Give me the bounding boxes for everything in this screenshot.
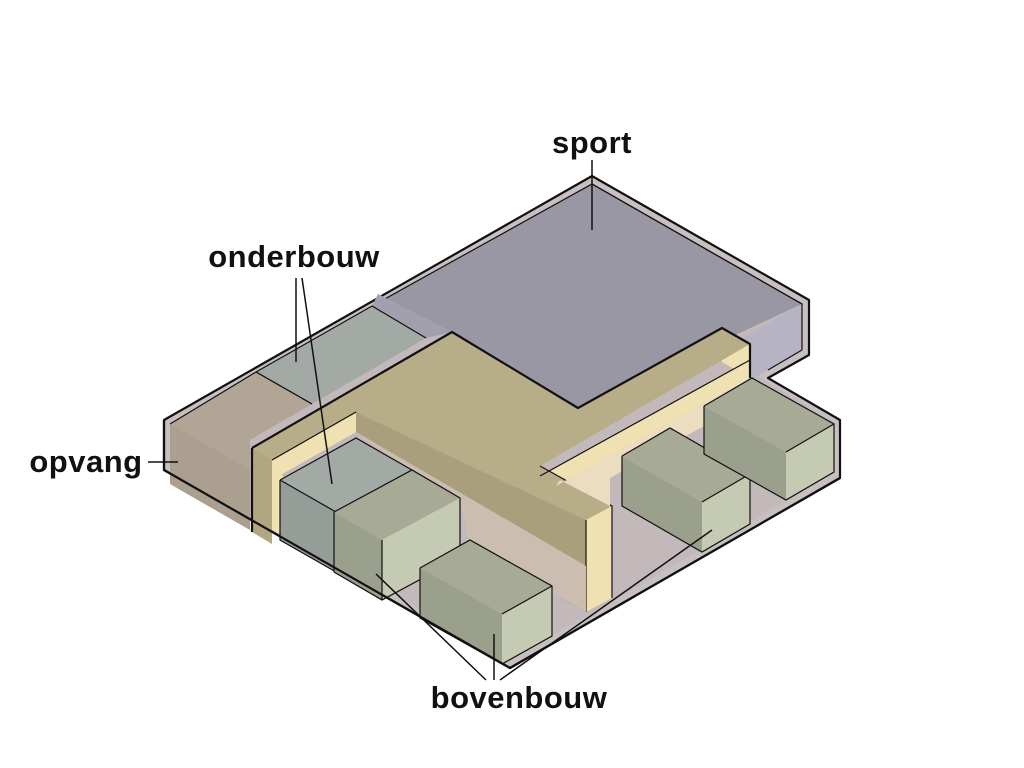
onderbouw-leader-2 bbox=[301, 277, 333, 485]
bovenbouw-volume-4 bbox=[703, 377, 835, 501]
label-bovenbouw: bovenbouw bbox=[431, 680, 608, 715]
bovenbouw-volume-1 bbox=[333, 469, 461, 601]
bovenbouw-leader-3 bbox=[499, 529, 713, 681]
leader-lines bbox=[148, 160, 713, 681]
label-opvang: opvang bbox=[29, 444, 142, 479]
onderbouw-back-volume bbox=[255, 294, 452, 405]
onderbouw-front-volume bbox=[279, 437, 414, 573]
label-sport: sport bbox=[552, 125, 632, 160]
bovenbouw-leader-1 bbox=[375, 573, 487, 681]
label-onderbouw: onderbouw bbox=[208, 239, 380, 274]
opvang-volume bbox=[169, 371, 313, 530]
bovenbouw-volume-3 bbox=[621, 427, 751, 553]
bovenbouw-volume-2 bbox=[419, 539, 553, 665]
